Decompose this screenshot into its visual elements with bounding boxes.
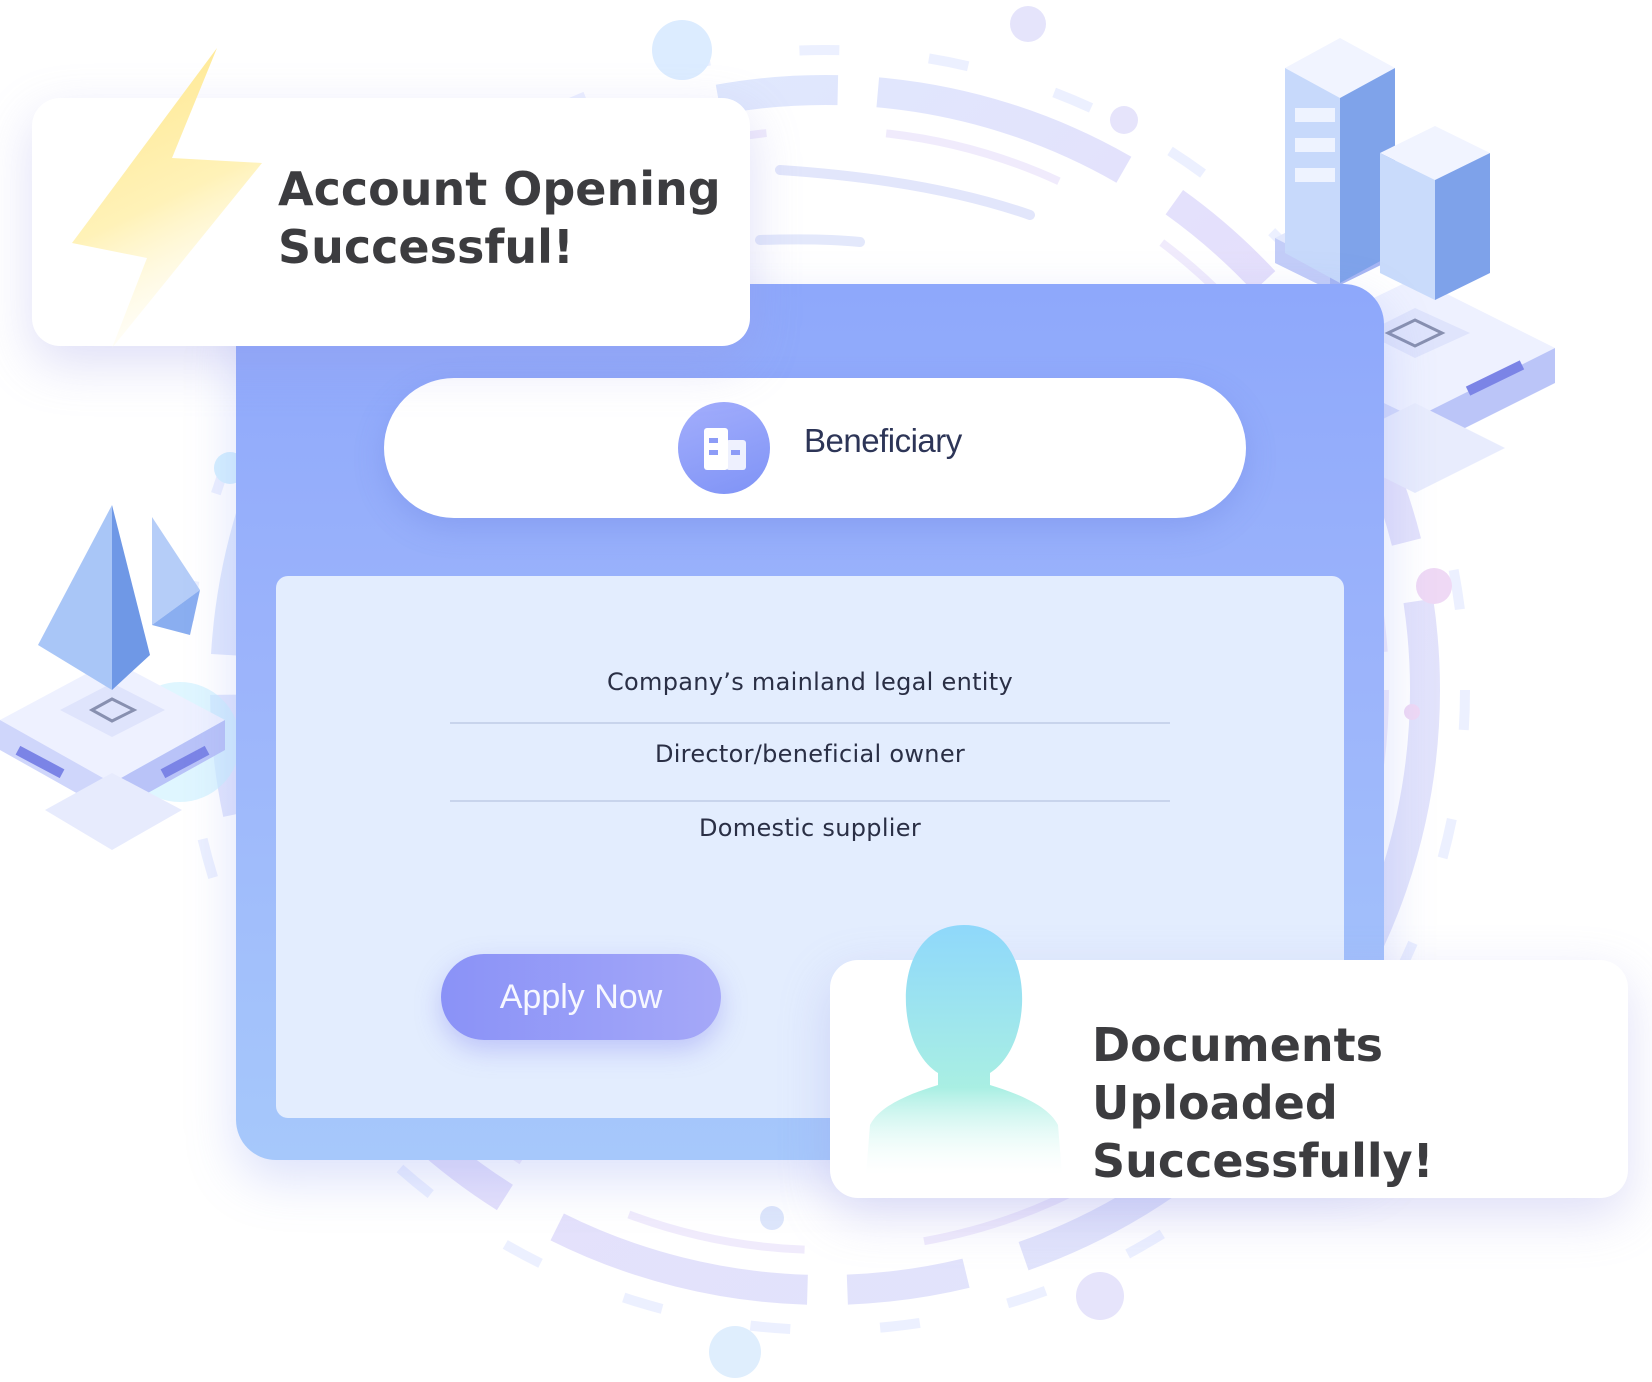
person-silhouette-icon <box>866 925 1062 1175</box>
content-card: Company’s mainland legal entity Director… <box>276 576 1344 1118</box>
divider <box>450 722 1170 724</box>
building-icon <box>678 402 770 494</box>
lightning-bolt-icon <box>72 48 262 348</box>
option-director-beneficial-owner[interactable]: Director/beneficial owner <box>654 740 966 768</box>
notification-title: Account Opening Successful! <box>278 162 721 274</box>
apply-now-button[interactable]: Apply Now <box>441 954 721 1040</box>
tab-label: Beneficiary <box>804 422 962 459</box>
option-domestic-supplier[interactable]: Domestic supplier <box>699 814 921 842</box>
tab-beneficiary[interactable]: Beneficiary <box>384 378 1246 518</box>
isometric-pyramid-platform-icon <box>0 505 225 850</box>
account-opening-notification: Account Opening Successful! <box>32 48 750 348</box>
documents-uploaded-notification: Documents Uploaded Successfully! <box>830 925 1628 1198</box>
divider <box>450 800 1170 802</box>
option-mainland-legal-entity[interactable]: Company’s mainland legal entity <box>607 668 1013 696</box>
notification-title: Documents Uploaded Successfully! <box>1092 1018 1434 1188</box>
